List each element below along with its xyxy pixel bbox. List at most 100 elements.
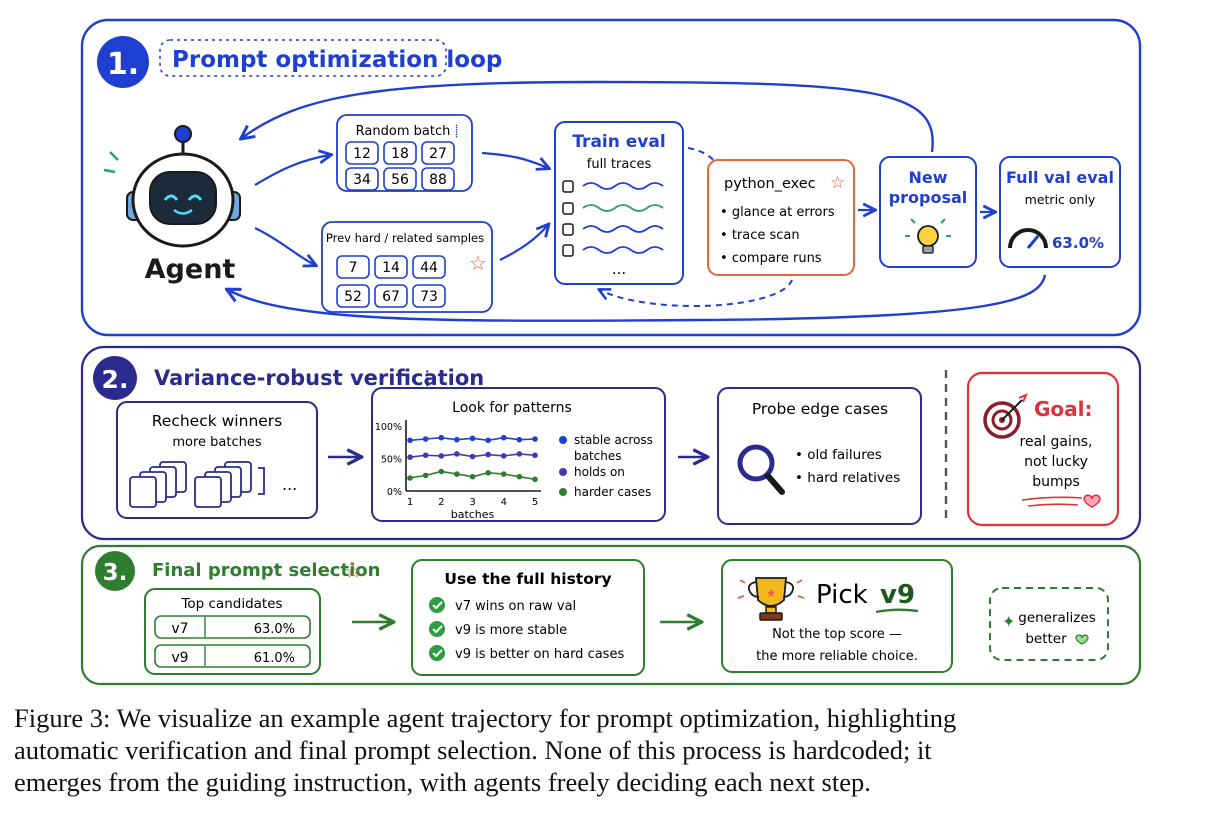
panel-variance-robust-verification: 2. Variance-robust verification ⸽ Rechec… <box>80 345 1142 541</box>
step-number-badge <box>97 36 149 88</box>
target-icon <box>983 393 1028 439</box>
top-candidates-box: Top candidates v7 63.0% v9 61.0% <box>144 588 321 675</box>
data-point <box>422 452 429 459</box>
goal-title: Goal: <box>1034 397 1093 421</box>
svg-text:7: 7 <box>349 260 358 276</box>
legend-marker <box>559 436 567 444</box>
svg-text:★: ★ <box>766 586 777 600</box>
svg-text:v9 is more stable: v9 is more stable <box>455 623 567 638</box>
probe-edge-cases-box: Probe edge cases • old failures • hard r… <box>717 387 922 525</box>
svg-text:18: 18 <box>391 146 409 162</box>
legend-label: batches <box>574 449 622 463</box>
generalizes-box: ✦ generalizes better <box>989 587 1109 661</box>
svg-text:v9: v9 <box>171 650 188 666</box>
data-point <box>454 471 460 477</box>
caption-line: Figure 3: We visualize an example agent … <box>14 703 957 733</box>
recheck-subtitle: more batches <box>172 435 262 450</box>
trace-doc-icon <box>562 223 574 236</box>
prev-hard-sample: 7 <box>336 255 370 279</box>
train-eval-title: Train eval <box>572 132 665 152</box>
new-proposal-line2: proposal <box>889 188 968 207</box>
train-eval-subtitle: full traces <box>587 157 652 172</box>
probe-title: Probe edge cases <box>752 400 888 418</box>
x-tick-label: 2 <box>438 497 444 508</box>
check-icon <box>429 597 445 613</box>
svg-text:⸽: ⸽ <box>425 370 430 391</box>
data-point <box>485 451 491 458</box>
svg-text:v9 is better on hard cases: v9 is better on hard cases <box>455 647 624 662</box>
batch-stack-icon <box>129 461 187 508</box>
recheck-more: ... <box>282 475 297 494</box>
svg-text:12: 12 <box>353 146 371 162</box>
y-tick-label: 50% <box>381 455 402 466</box>
recheck-winners-box: Recheck winners more batches ... <box>116 401 318 519</box>
heart-icon <box>1075 634 1089 645</box>
history-title: Use the full history <box>444 570 611 588</box>
random-batch-sample: 18 <box>383 141 417 165</box>
data-point <box>469 453 476 460</box>
prev-hard-sample: 52 <box>336 284 370 308</box>
recheck-title: Recheck winners <box>152 412 283 430</box>
panel-final-prompt-selection: 3. Final prompt selection ☆ Top candidat… <box>80 544 1142 686</box>
data-point <box>500 434 507 441</box>
data-point <box>532 476 538 483</box>
x-tick-label: 3 <box>469 497 475 508</box>
new-proposal-box: New proposal <box>879 156 977 268</box>
pick-prefix: Pick <box>816 580 868 610</box>
python-exec-item: • glance at errors <box>720 205 835 220</box>
svg-text:52: 52 <box>344 289 362 305</box>
trophy-icon: ★ <box>737 577 805 621</box>
figure-caption: Figure 3: We visualize an example agent … <box>14 702 1209 798</box>
history-item: v9 is better on hard cases <box>429 645 624 662</box>
data-point <box>532 436 538 442</box>
star-icon: ☆ <box>830 173 845 193</box>
step-number-badge <box>95 551 135 591</box>
data-point <box>438 453 445 459</box>
python-exec-item: • trace scan <box>720 228 800 243</box>
figure-diagram: 1. Prompt optimization loop Agent Random… <box>80 18 1142 686</box>
data-point <box>469 473 476 480</box>
probe-item: • hard relatives <box>795 470 900 486</box>
data-point <box>407 475 413 481</box>
full-val-value: 63.0% <box>1052 234 1104 252</box>
train-eval-more: ... <box>612 260 626 278</box>
svg-text:14: 14 <box>382 260 400 276</box>
legend-label: harder cases <box>574 485 651 499</box>
x-tick-label: 1 <box>407 497 413 508</box>
svg-text:44: 44 <box>420 260 438 276</box>
goal-box: Goal: real gains, not lucky bumps <box>966 371 1120 527</box>
trace-doc-icon <box>562 244 574 257</box>
check-icon <box>429 645 445 661</box>
data-point <box>422 472 429 479</box>
top-candidates-title: Top candidates <box>180 596 282 612</box>
full-history-box: Use the full history v7 wins on raw val … <box>411 559 645 676</box>
data-point <box>532 452 538 459</box>
x-axis-label: batches <box>451 508 495 521</box>
legend-label: holds on <box>574 465 625 479</box>
data-point <box>454 451 460 457</box>
agent-label: Agent <box>145 254 236 285</box>
goal-line: bumps <box>1032 474 1080 490</box>
gauge-icon <box>1008 228 1048 249</box>
step-number: 2. <box>102 365 129 394</box>
panel-title: Prompt optimization loop <box>172 47 502 73</box>
data-point <box>469 435 476 442</box>
pick-caption-2: the more reliable choice. <box>756 649 918 664</box>
chart-title: Look for patterns <box>452 400 572 416</box>
panel-title: Variance-robust verification <box>154 366 484 390</box>
full-val-eval-box: Full val eval metric only 63.0% <box>999 156 1121 268</box>
random-batch-sample: 88 <box>421 167 455 191</box>
legend-label: stable across <box>574 433 653 447</box>
python-exec-title: python_exec <box>724 176 816 192</box>
history-item: v7 wins on raw val <box>429 597 576 614</box>
panel-title: Final prompt selection <box>152 560 380 581</box>
check-icon <box>429 621 445 637</box>
svg-text:⸽: ⸽ <box>455 124 458 138</box>
candidate-row: v7 63.0% <box>154 615 311 639</box>
python-exec-item: • compare runs <box>720 251 822 266</box>
candidate-row: v9 61.0% <box>154 644 311 668</box>
sparkle-icon: ✦ <box>1002 612 1015 631</box>
data-point <box>500 471 507 477</box>
trace-doc-icon <box>562 180 574 193</box>
